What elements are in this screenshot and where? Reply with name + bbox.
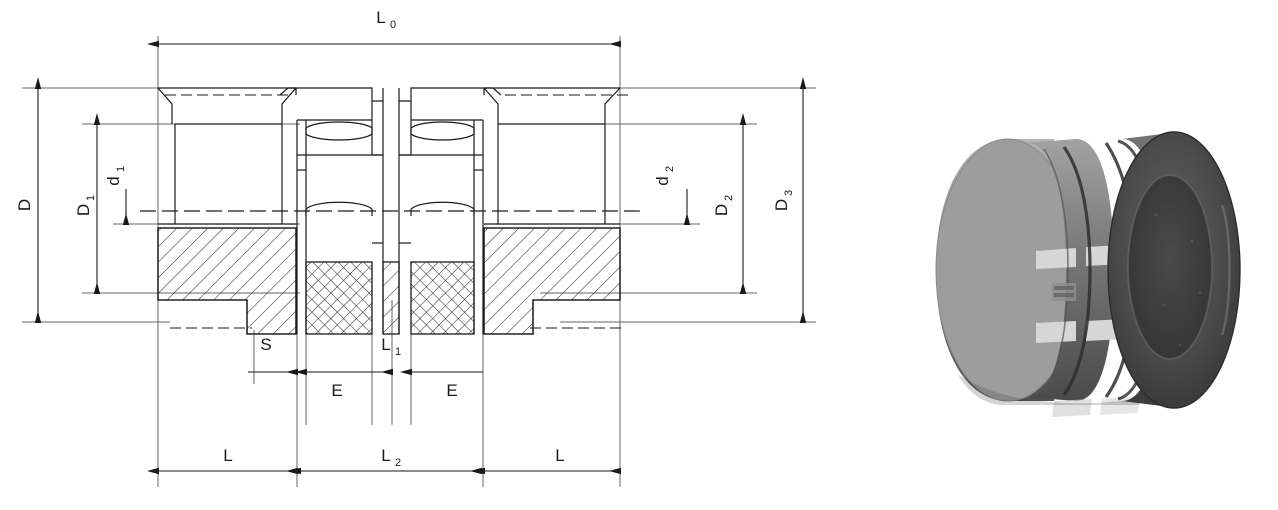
elastomer-spider-right (410, 261, 475, 335)
dimension-label-L-left: L (223, 446, 232, 465)
dimension-label-D3: D (772, 199, 791, 211)
elastomer-spider-left (305, 261, 373, 335)
dimension-D1: D 1 (74, 113, 101, 294)
dimension-D3: D 3 (772, 77, 807, 323)
dimension-label-L1: L (381, 335, 390, 354)
dimension-sublabel-D1: 1 (85, 195, 97, 201)
dimension-label-d2: d (653, 176, 672, 185)
dimension-sublabel-L2: 2 (395, 457, 401, 469)
dimension-D2: D 2 (712, 113, 747, 294)
dimension-sublabel-D3: 3 (783, 190, 795, 196)
left-jaw (279, 87, 384, 334)
dimension-label-group-L2: L 2 (381, 446, 401, 469)
dimension-L0: L 0 (147, 8, 621, 48)
dimension-label-group-E-left: E (331, 381, 342, 400)
dimension-sublabel-D2: 2 (723, 195, 735, 201)
dimension-sublabel-d2: 2 (664, 166, 676, 172)
photo-spider-band (1026, 139, 1140, 417)
dimension-label-D: D (15, 199, 34, 211)
right-hub-section (483, 227, 621, 335)
dimension-label-E-right: E (446, 381, 457, 400)
photo-front-face (1107, 131, 1241, 409)
left-hub-outline (157, 87, 297, 225)
central-jaw-tooth (382, 261, 400, 335)
dimension-label-L0: L (376, 8, 385, 27)
left-hub-section (157, 227, 297, 335)
hidden-edges (165, 94, 628, 329)
dimension-sublabel-d1: 1 (115, 166, 127, 172)
dimension-sublabel-L0: 0 (390, 19, 396, 31)
dimension-sublabel-L1: 1 (395, 346, 401, 358)
label-S: S (260, 335, 271, 354)
dimension-d1: d 1 (104, 166, 130, 225)
dimension-label-group-L-right: L (555, 446, 564, 465)
label-L1: L 1 (381, 335, 401, 358)
dimension-label-group-E-right: E (446, 381, 457, 400)
dimension-label-L2: L (381, 446, 390, 465)
photo-shading (936, 355, 1140, 405)
dimension-d2: d 2 (653, 166, 691, 225)
coupling-cross-section-drawing: L 0 (15, 8, 816, 487)
dimension-label-d1: d (104, 176, 123, 185)
dimension-label-S: S (260, 335, 271, 354)
coupling-photograph (935, 131, 1241, 417)
dimension-label-D1: D (74, 204, 93, 216)
dimension-label-E-left: E (331, 381, 342, 400)
dimension-label-L-right: L (555, 446, 564, 465)
dimension-label-D2: D (712, 204, 731, 216)
dimension-label-group-L-left: L (223, 446, 232, 465)
dimension-D: D (15, 77, 42, 323)
right-hub-outline (483, 87, 621, 225)
